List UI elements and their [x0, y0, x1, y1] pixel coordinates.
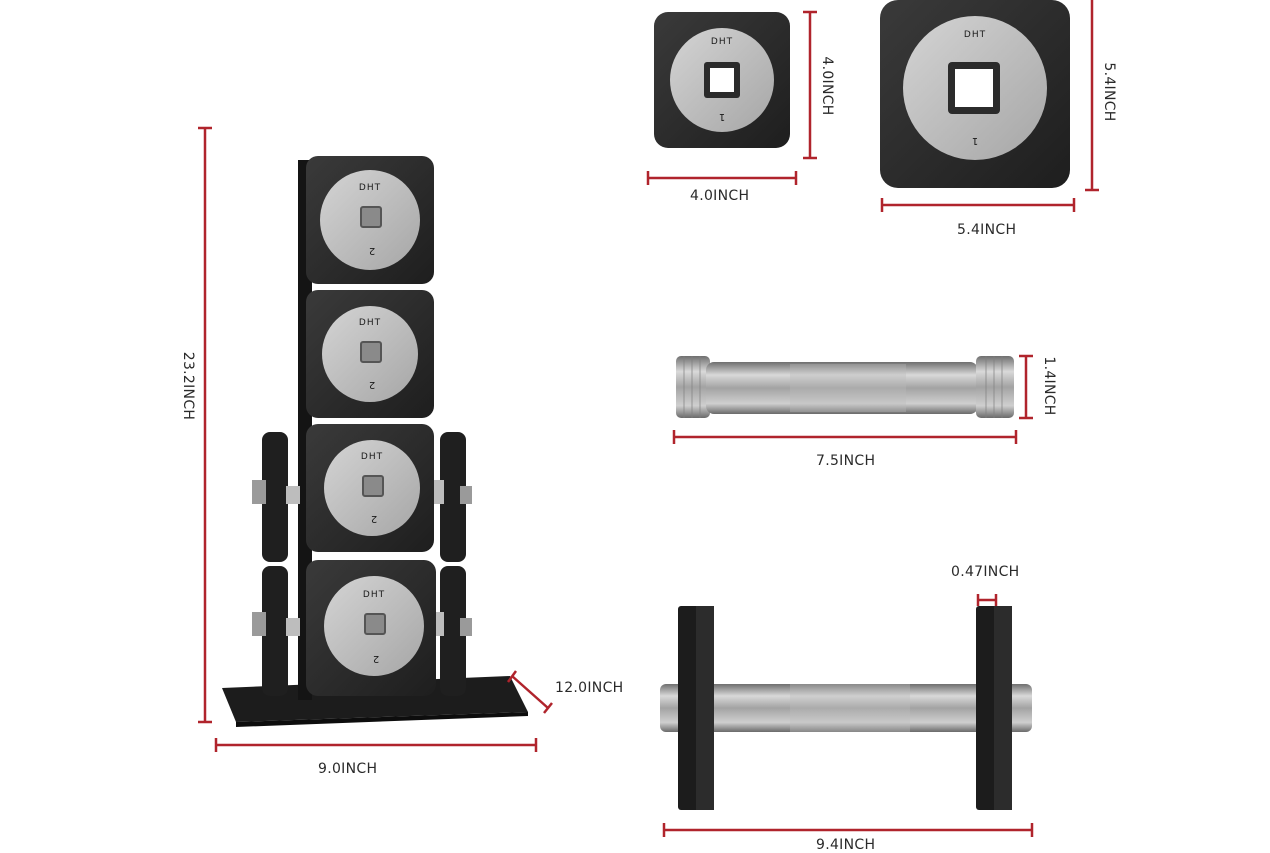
svg-text:2: 2 [371, 513, 377, 524]
plate-thickness-label: 0.47INCH [951, 564, 1020, 580]
rack-plate-4: DHT 2 [306, 560, 436, 696]
rack-depth-label: 12.0INCH [555, 680, 624, 696]
rack-height-label: 23.2INCH [180, 351, 196, 421]
svg-text:2: 2 [369, 245, 375, 256]
svg-text:DHT: DHT [964, 30, 986, 40]
small-plate-width-label: 4.0INCH [690, 188, 750, 204]
rack-width-label: 9.0INCH [318, 761, 378, 777]
rack-plate-2: DHT 2 [306, 290, 434, 418]
svg-text:DHT: DHT [711, 37, 733, 47]
svg-text:DHT: DHT [359, 183, 381, 193]
large-plate-width-label: 5.4INCH [957, 222, 1017, 238]
svg-text:1: 1 [719, 111, 725, 122]
svg-text:DHT: DHT [363, 590, 385, 600]
handle-length-label: 7.5INCH [816, 453, 876, 469]
svg-text:DHT: DHT [359, 318, 381, 328]
rack-side-plates-left [252, 432, 300, 696]
small-plate-height-label: 4.0INCH [819, 56, 835, 116]
dimension-lines [198, 0, 1099, 837]
dumbbell-length-label: 9.4INCH [816, 837, 876, 853]
rack-plate-3: DHT 2 [306, 424, 434, 552]
handle-bar [676, 356, 1014, 418]
svg-text:2: 2 [373, 653, 379, 664]
rack-side-plates-right [430, 432, 472, 696]
handle-diameter-label: 1.4INCH [1041, 356, 1057, 416]
small-plate: DHT 1 [654, 12, 790, 148]
assembled-dumbbell [660, 606, 1032, 810]
rack-plate-1: DHT 2 [306, 156, 434, 284]
large-plate: DHT 1 [880, 0, 1070, 188]
svg-text:DHT: DHT [361, 452, 383, 462]
large-plate-height-label: 5.4INCH [1101, 62, 1117, 122]
svg-text:2: 2 [369, 379, 375, 390]
weight-rack: DHT 2 DHT 2 DHT 2 DHT 2 [222, 156, 528, 727]
svg-text:1: 1 [972, 135, 978, 146]
